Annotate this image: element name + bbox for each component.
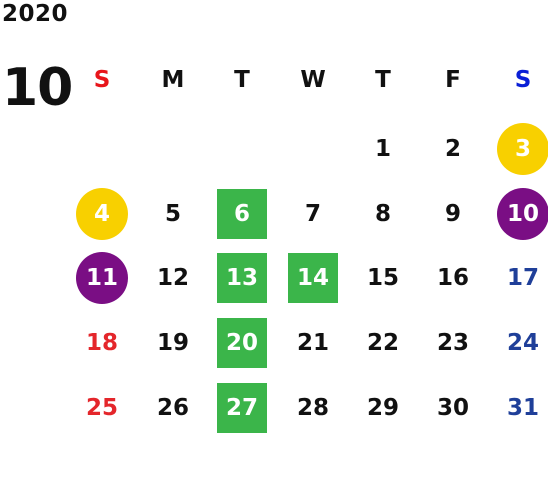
day-cell[interactable]: 30 <box>418 376 488 440</box>
weekday-header: T <box>234 67 250 93</box>
day-cell[interactable]: 7 <box>278 182 348 246</box>
day-number: 10 <box>506 201 539 227</box>
day-number: 24 <box>506 330 539 356</box>
day-number: 16 <box>436 265 469 291</box>
day-number: 7 <box>304 201 321 227</box>
day-cell[interactable]: 3 <box>488 117 548 181</box>
day-number: 6 <box>233 201 250 227</box>
day-number: 15 <box>366 265 399 291</box>
day-number: 22 <box>366 330 399 356</box>
day-cell[interactable]: 25 <box>67 376 137 440</box>
purple-circle-marker <box>76 252 128 304</box>
day-cell[interactable]: 28 <box>278 376 348 440</box>
day-number: 29 <box>366 395 399 421</box>
day-cell[interactable]: 4 <box>67 182 137 246</box>
day-number: 9 <box>444 201 461 227</box>
weekday-header: W <box>300 67 326 93</box>
green-square-marker <box>217 189 267 239</box>
weekday-header: M <box>161 67 185 93</box>
day-cell[interactable]: 11 <box>67 246 137 310</box>
day-cell[interactable]: 6 <box>207 182 277 246</box>
yellow-circle-marker <box>497 123 548 175</box>
purple-circle-marker <box>497 188 548 240</box>
day-number: 12 <box>156 265 189 291</box>
day-cell[interactable]: 1 <box>348 117 418 181</box>
green-square-marker <box>217 318 267 368</box>
day-number: 31 <box>506 395 539 421</box>
yellow-circle-marker <box>76 188 128 240</box>
weekday-header: S <box>93 67 111 93</box>
day-number: 26 <box>156 395 189 421</box>
day-number: 18 <box>85 330 118 356</box>
day-number: 4 <box>93 201 110 227</box>
day-cell[interactable]: 8 <box>348 182 418 246</box>
day-cell[interactable]: 31 <box>488 376 548 440</box>
day-cell[interactable]: 23 <box>418 311 488 375</box>
green-square-marker <box>288 253 338 303</box>
day-cell[interactable]: 18 <box>67 311 137 375</box>
green-square-marker <box>217 253 267 303</box>
day-cell[interactable]: 12 <box>138 246 208 310</box>
day-cell[interactable]: 27 <box>207 376 277 440</box>
weekday-header: T <box>375 67 391 93</box>
weekday-header: S <box>514 67 532 93</box>
day-number: 27 <box>225 395 258 421</box>
day-number: 1 <box>374 136 391 162</box>
day-number: 19 <box>156 330 189 356</box>
day-number: 17 <box>506 265 539 291</box>
day-cell[interactable]: 9 <box>418 182 488 246</box>
day-number: 30 <box>436 395 469 421</box>
day-cell[interactable]: 13 <box>207 246 277 310</box>
day-number: 20 <box>225 330 258 356</box>
day-cell[interactable]: 2 <box>418 117 488 181</box>
day-number: 28 <box>296 395 329 421</box>
day-number: 23 <box>436 330 469 356</box>
day-cell[interactable]: 16 <box>418 246 488 310</box>
day-cell[interactable]: 22 <box>348 311 418 375</box>
day-cell[interactable]: 5 <box>138 182 208 246</box>
day-cell[interactable]: 17 <box>488 246 548 310</box>
year-label: 2020 <box>2 1 69 27</box>
day-number: 14 <box>296 265 329 291</box>
day-cell[interactable]: 10 <box>488 182 548 246</box>
day-number: 25 <box>85 395 118 421</box>
day-number: 5 <box>164 201 181 227</box>
day-number: 11 <box>85 265 118 291</box>
day-number: 3 <box>514 136 531 162</box>
day-cell[interactable]: 20 <box>207 311 277 375</box>
day-cell[interactable]: 26 <box>138 376 208 440</box>
day-number: 8 <box>374 201 391 227</box>
day-number: 2 <box>444 136 461 162</box>
day-cell[interactable]: 24 <box>488 311 548 375</box>
day-cell[interactable]: 19 <box>138 311 208 375</box>
day-cell[interactable]: 29 <box>348 376 418 440</box>
day-cell[interactable]: 21 <box>278 311 348 375</box>
day-number: 21 <box>296 330 329 356</box>
weekday-header: F <box>445 67 461 93</box>
green-square-marker <box>217 383 267 433</box>
day-cell[interactable]: 14 <box>278 246 348 310</box>
month-label: 10 <box>2 58 73 118</box>
day-number: 13 <box>225 265 258 291</box>
day-cell[interactable]: 15 <box>348 246 418 310</box>
